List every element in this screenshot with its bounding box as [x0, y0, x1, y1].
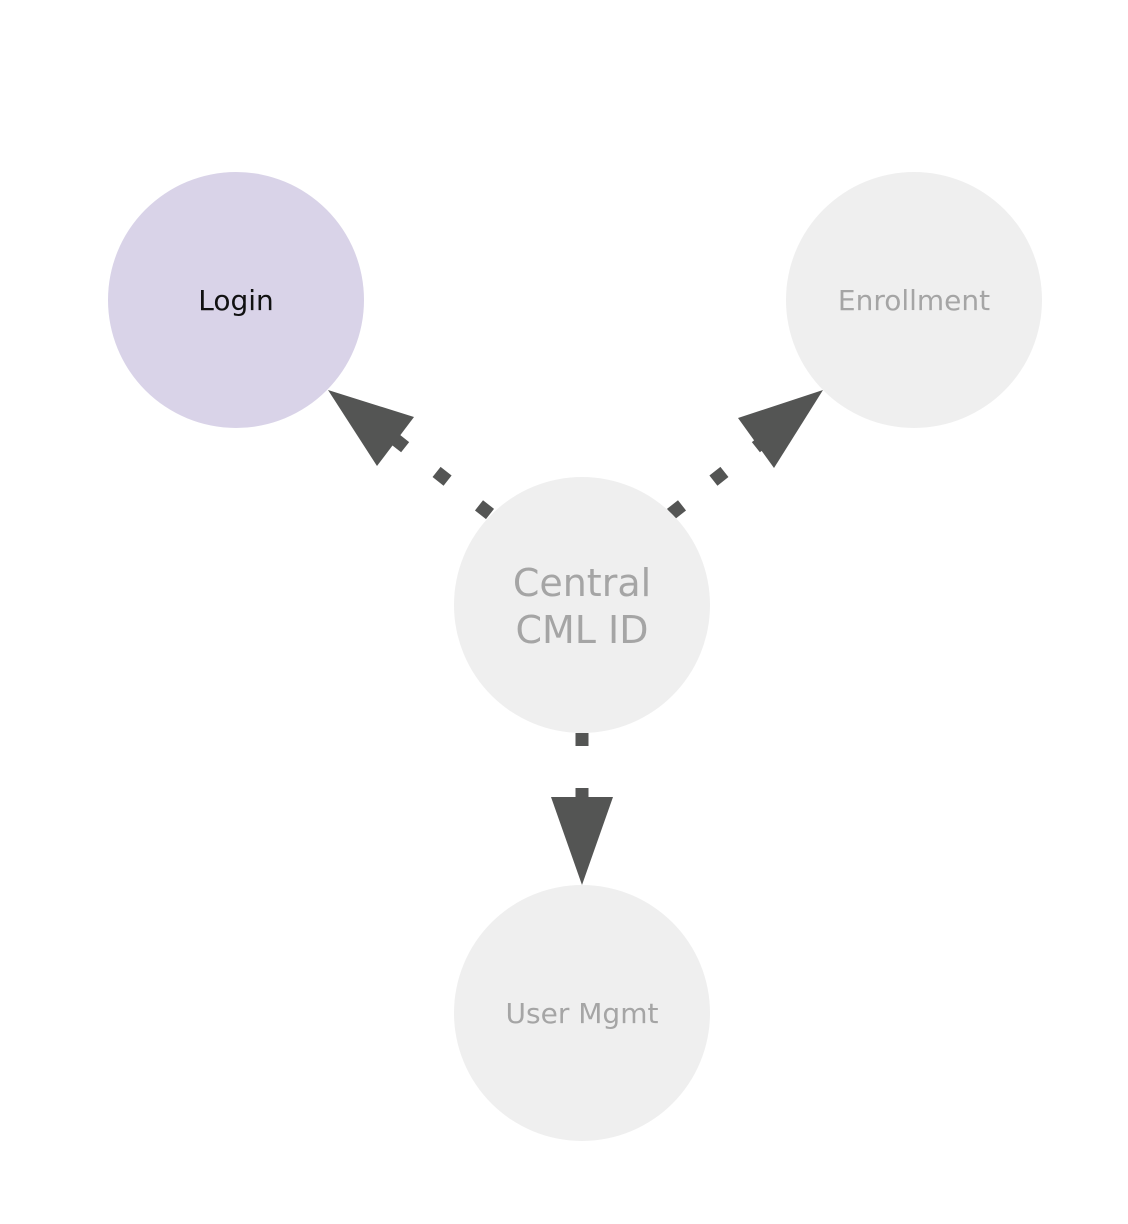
arrow-central-to-user-mgmt [551, 733, 613, 885]
node-central-label-line1: Central [513, 561, 651, 605]
arrow-central-to-enrollment [666, 390, 823, 520]
node-user-mgmt[interactable]: User Mgmt [454, 885, 710, 1141]
node-enrollment[interactable]: Enrollment [786, 172, 1042, 428]
node-login-circle [108, 172, 364, 428]
node-login-label: Login [198, 284, 274, 317]
arrow-central-to-enrollment-head [738, 390, 823, 468]
arrow-central-to-user-mgmt-head [551, 797, 613, 885]
arrow-central-to-login-line [391, 434, 495, 520]
node-user-mgmt-circle [454, 885, 710, 1141]
node-enrollment-label: Enrollment [838, 284, 990, 317]
arrow-central-to-enrollment-line [666, 434, 770, 520]
node-login[interactable]: Login [108, 172, 364, 428]
arrow-central-to-login [328, 390, 495, 520]
arrow-central-to-login-head [328, 390, 414, 466]
node-enrollment-circle [786, 172, 1042, 428]
node-central-circle [454, 477, 710, 733]
node-user-mgmt-label: User Mgmt [506, 997, 659, 1030]
node-central-label-line2: CML ID [515, 608, 648, 652]
node-central-cml-id[interactable]: Central CML ID [454, 477, 710, 733]
connectors [328, 390, 823, 885]
